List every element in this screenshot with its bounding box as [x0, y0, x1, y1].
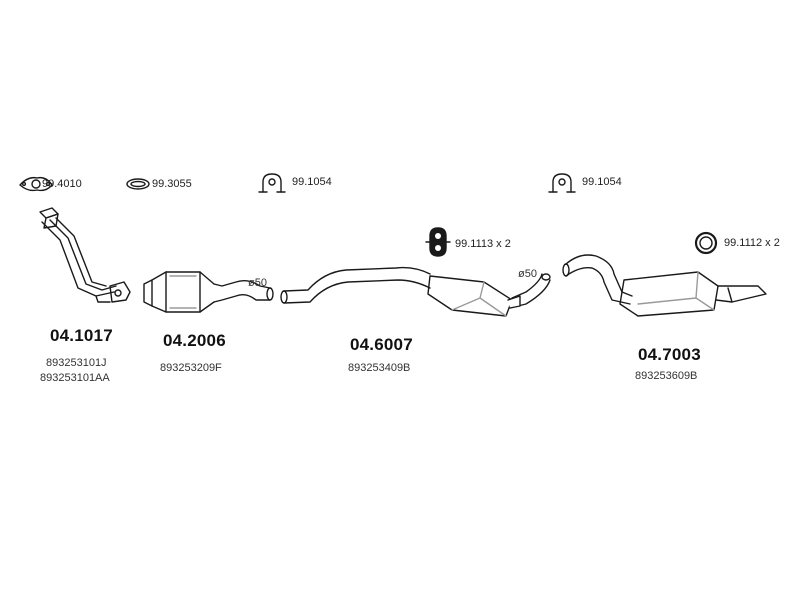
accessory-code-ring-gasket: 99.3055 [152, 178, 192, 190]
ring-gasket-icon [126, 178, 150, 190]
diameter-label-middle: ø50 [518, 268, 537, 280]
gasket-flange-icon [19, 176, 53, 192]
catalytic-converter-drawing [143, 271, 274, 313]
oem-ref: 893253609B [635, 370, 698, 382]
middle-silencer-drawing [280, 266, 551, 317]
part-number-rear-silencer: 04.7003 [638, 345, 701, 364]
accessory-code-clamp-2: 99.1054 [582, 176, 622, 188]
accessory-code-rubber-ring: 99.1112 x 2 [724, 237, 780, 249]
accessory-code-clamp-1: 99.1054 [292, 176, 332, 188]
part-number-catalyst: 04.2006 [163, 331, 226, 350]
rubber-ring-icon [694, 231, 718, 255]
oem-ref: 893253101AA [40, 372, 110, 384]
clamp-bracket-icon [258, 173, 286, 193]
accessory-code-gasket-flange: 99.4010 [42, 178, 82, 190]
oem-ref: 893253209F [160, 362, 222, 374]
rubber-mount-icon [425, 227, 451, 257]
part-number-middle-silencer: 04.6007 [350, 335, 413, 354]
clamp-bracket-icon [548, 173, 576, 193]
oem-ref: 893253409B [348, 362, 411, 374]
oem-ref: 893253101J [46, 357, 107, 369]
diameter-label-catalyst: ø50 [248, 277, 267, 289]
part-number-front-pipe: 04.1017 [50, 326, 113, 345]
front-pipe-drawing [39, 207, 131, 303]
accessory-code-rubber-mount: 99.1113 x 2 [455, 238, 511, 250]
rear-silencer-drawing [562, 254, 767, 317]
